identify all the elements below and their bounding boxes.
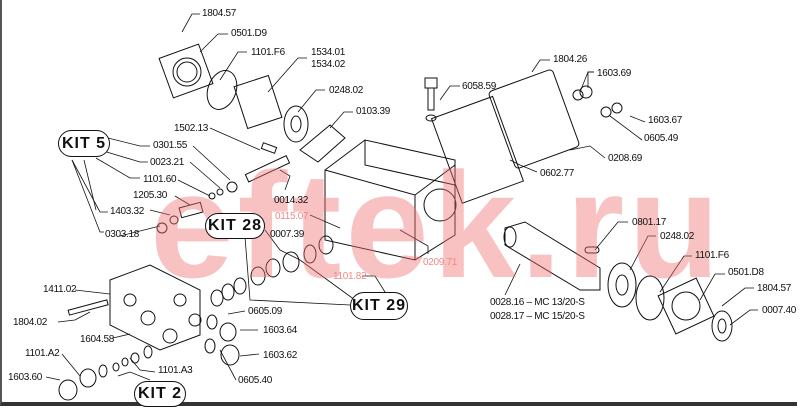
- part-label: 0605.09: [248, 306, 283, 317]
- part-label: 1804.57: [202, 8, 237, 19]
- kit-2-badge: KIT 2: [134, 381, 186, 407]
- part-label: 1411.02: [43, 284, 77, 295]
- part-label: 0248.02: [329, 85, 364, 96]
- part-label: 0115.07: [275, 211, 309, 222]
- part-label: 0605.40: [238, 375, 273, 386]
- bearing-0248b: [607, 262, 637, 308]
- part-label: 0007.40: [762, 305, 797, 316]
- part-label: 0028.16 – MC 13/20-S: [490, 297, 585, 308]
- part-label: 0605.49: [644, 133, 679, 144]
- dipstick-6058: [424, 77, 438, 122]
- oring-1101F6: [206, 70, 238, 110]
- part-label: 1603.62: [263, 350, 298, 361]
- kit5-parts: [156, 181, 238, 234]
- part-label: 1603.69: [597, 68, 632, 79]
- kit-5-badge: KIT 5: [58, 130, 110, 157]
- seals-kit28: [210, 235, 334, 307]
- part-label: 1604.58: [80, 334, 115, 345]
- part-label: 1502.13: [174, 123, 209, 134]
- cover-gasket-0602: [430, 95, 525, 204]
- valve-plugs: [204, 314, 240, 366]
- part-label: 0602.77: [540, 168, 575, 179]
- kit2-parts: [58, 345, 153, 401]
- manifold-1604: [109, 264, 202, 351]
- part-label: 1101.82: [333, 271, 367, 282]
- part-label: 1804.26: [553, 54, 588, 65]
- part-label: 1603.64: [263, 325, 298, 336]
- kit-28-badge: KIT 28: [205, 213, 265, 239]
- part-label: 0023.21: [150, 157, 185, 168]
- crankshaft-0028: [503, 221, 601, 291]
- part-label: 0208.69: [608, 153, 643, 164]
- part-label: 1101.A2: [25, 348, 60, 359]
- conrod-0103: [299, 124, 346, 163]
- part-label: 1101.F6: [251, 47, 285, 58]
- part-label: 1603.67: [648, 115, 683, 126]
- part-label: 1101.60: [143, 174, 177, 185]
- seal-0007: [711, 310, 733, 342]
- part-label: 1101.F6: [695, 250, 729, 261]
- part-label: 1804.02: [13, 317, 48, 328]
- rear-cover-0208: [488, 69, 580, 169]
- part-label: 1534.02: [311, 59, 346, 70]
- part-label: 0209.71: [423, 257, 458, 268]
- part-label: 0501.D9: [231, 28, 267, 39]
- part-label: 0801.17: [632, 217, 667, 228]
- gasket-1534: [233, 74, 283, 130]
- part-label: 0014.32: [274, 195, 309, 206]
- kit-29-badge: KIT 29: [350, 292, 408, 320]
- part-label: 0103.39: [356, 106, 391, 117]
- pin-1502: [260, 142, 278, 154]
- bearing-0248: [283, 105, 309, 143]
- bolt-1804: [67, 299, 109, 316]
- part-label: 0301.55: [153, 140, 188, 151]
- rear-flange-0501D9: [158, 43, 214, 99]
- plugs-1603: [572, 85, 623, 118]
- leader-lines: [45, 13, 758, 381]
- part-label: 1101.A3: [158, 365, 193, 376]
- part-label: 1534.01: [311, 47, 346, 58]
- part-label: 1804.57: [757, 283, 792, 294]
- part-label: 0248.02: [660, 231, 695, 242]
- key-0801: [584, 246, 600, 254]
- part-label: 0028.17 – MC 15/20-S: [490, 311, 585, 322]
- part-label: 1603.60: [8, 372, 43, 383]
- part-label: 6058.59: [462, 81, 497, 92]
- part-label: 1403.32: [110, 206, 145, 217]
- part-label: 0303.18: [105, 229, 140, 240]
- oring-1101F6b: [635, 275, 665, 321]
- piston-0014: [244, 154, 291, 183]
- part-label: 0501.D8: [728, 267, 764, 278]
- part-label: 1205.30: [133, 190, 168, 201]
- crankcase: [324, 139, 457, 261]
- part-label: 0007.39: [270, 229, 305, 240]
- front-flange-0501D8: [657, 277, 715, 335]
